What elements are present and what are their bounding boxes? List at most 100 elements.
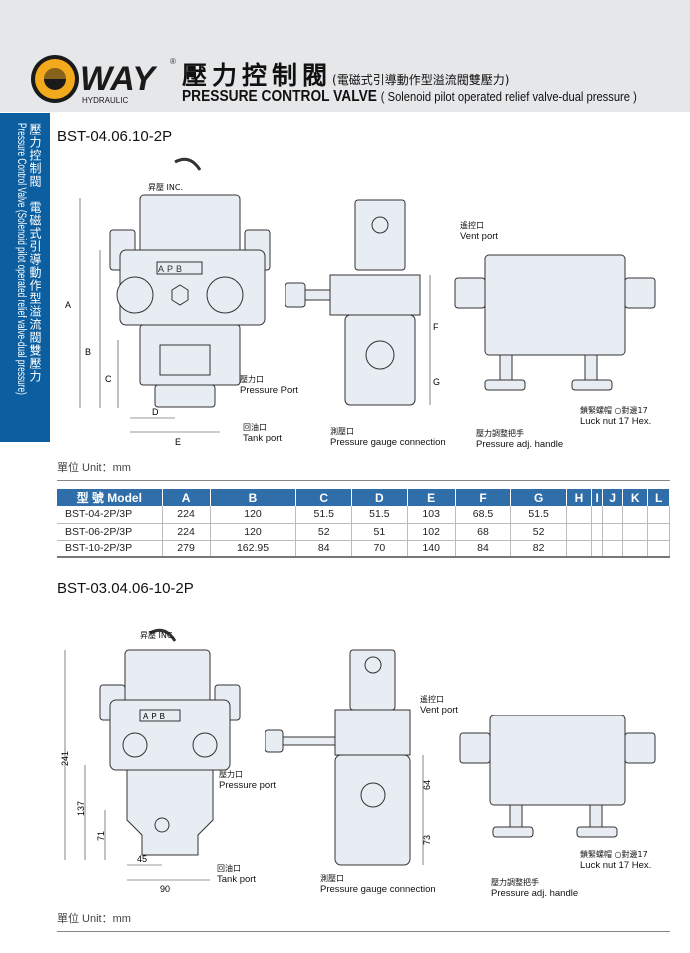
- table-cell: 51.5: [510, 506, 567, 524]
- table-cell: [591, 540, 604, 558]
- inc-label-2: 昇壓 INC.: [140, 631, 176, 640]
- side-view-drawing-1: FG: [285, 199, 440, 406]
- svg-text:137: 137: [76, 801, 86, 816]
- sidebar-tab: 壓力控制閥 電磁式引導動作型溢流閥雙壓力 Pressure Control Va…: [0, 113, 50, 442]
- svg-text:64: 64: [422, 780, 432, 790]
- table-header-cell: 型 號 Model: [57, 489, 163, 506]
- title-en: PRESSURE CONTROL VALVE ( Solenoid pilot …: [182, 88, 637, 105]
- divider: [57, 931, 670, 932]
- svg-text:241: 241: [60, 751, 70, 766]
- table-cell: [566, 540, 592, 558]
- page-header: WAY HYDRAULIC ® 壓力控制閥(電磁式引導動作型溢流閥雙壓力) PR…: [0, 0, 690, 112]
- svg-text:®: ®: [170, 57, 176, 66]
- table-cell: [602, 540, 624, 558]
- table-cell: [622, 506, 649, 524]
- section2-title: BST-03.04.06-10-2P: [57, 580, 194, 597]
- table-cell: [647, 540, 670, 558]
- unit-label-1: 單位 Unit：mm: [57, 462, 131, 474]
- table-cell: [591, 523, 604, 541]
- sidebar-en: Pressure Control Valve (Solenoid pilot o…: [15, 123, 27, 395]
- sidebar-zh: 壓力控制閥 電磁式引導動作型溢流閥雙壓力: [28, 123, 42, 383]
- table-cell: 103: [407, 506, 456, 524]
- table-header-cell: L: [647, 489, 670, 506]
- svg-text:73: 73: [422, 835, 432, 845]
- top-view-drawing-2: [459, 715, 656, 838]
- table-header-cell: D: [351, 489, 408, 506]
- table-cell: [602, 523, 624, 541]
- table-cell: 68: [455, 523, 512, 541]
- svg-text:C: C: [105, 374, 112, 384]
- table-cell: 51: [351, 523, 408, 541]
- table-cell: [647, 523, 670, 541]
- table-header-cell: G: [510, 489, 567, 506]
- table-cell: 52: [295, 523, 353, 541]
- divider: [57, 480, 670, 481]
- table-cell: [591, 506, 604, 524]
- table-cell: 102: [407, 523, 456, 541]
- table-cell: 162.95: [210, 540, 297, 558]
- svg-text:45: 45: [137, 854, 147, 864]
- svg-text:E: E: [175, 437, 181, 447]
- svg-text:APB: APB: [143, 712, 168, 721]
- table-cell: [566, 523, 592, 541]
- table-cell: BST-06-2P/3P: [57, 523, 163, 541]
- table-cell: [647, 506, 670, 524]
- table-header-cell: B: [210, 489, 297, 506]
- table-cell: 224: [162, 523, 211, 541]
- table-cell: [622, 540, 649, 558]
- table-cell: [566, 506, 592, 524]
- section1-title: BST-04.06.10-2P: [57, 128, 173, 145]
- svg-text:71: 71: [96, 831, 106, 841]
- table-cell: 82: [510, 540, 567, 558]
- table-cell: 70: [351, 540, 408, 558]
- table-cell: 140: [407, 540, 456, 558]
- inc-label: 昇壓 INC.: [148, 183, 184, 192]
- svg-text:D: D: [152, 407, 159, 417]
- table-cell: BST-04-2P/3P: [57, 506, 163, 524]
- table-header-cell: C: [295, 489, 353, 506]
- way-logo: WAY HYDRAULIC ®: [30, 54, 180, 111]
- svg-text:G: G: [433, 377, 440, 387]
- svg-text:A: A: [65, 300, 71, 310]
- table-cell: 68.5: [455, 506, 512, 524]
- table-cell: 224: [162, 506, 211, 524]
- side-view-drawing-2: 64 73: [265, 649, 432, 866]
- table-cell: [602, 506, 624, 524]
- table-cell: BST-10-2P/3P: [57, 540, 163, 558]
- table-cell: 120: [210, 506, 297, 524]
- table-header-cell: A: [162, 489, 211, 506]
- table-cell: 84: [455, 540, 512, 558]
- title-zh: 壓力控制閥(電磁式引導動作型溢流閥雙壓力): [182, 61, 510, 90]
- svg-text:F: F: [433, 322, 439, 332]
- svg-text:HYDRAULIC: HYDRAULIC: [82, 96, 128, 105]
- table-cell: 51.5: [295, 506, 353, 524]
- table-header-cell: F: [455, 489, 512, 506]
- table-header-cell: K: [622, 489, 649, 506]
- table-header-cell: J: [602, 489, 624, 506]
- table-header-cell: E: [407, 489, 456, 506]
- table-header-cell: I: [591, 489, 604, 506]
- svg-text:APB: APB: [158, 264, 185, 274]
- table-cell: 84: [295, 540, 353, 558]
- table-header-cell: H: [566, 489, 592, 506]
- table-cell: [622, 523, 649, 541]
- top-view-drawing-1: [454, 254, 656, 391]
- table-cell: 51.5: [351, 506, 408, 524]
